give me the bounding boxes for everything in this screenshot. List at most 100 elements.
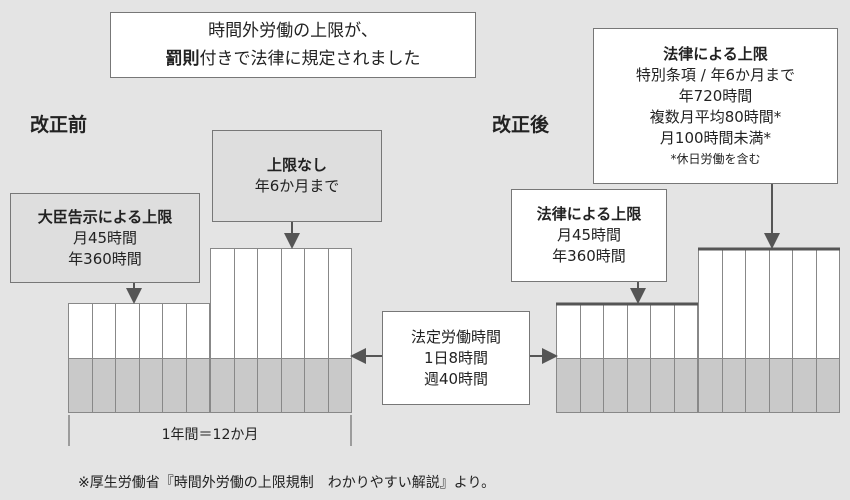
month-cell-overtime [69, 304, 92, 358]
law-line2: 年360時間 [552, 247, 626, 265]
special-title: 法律による上限 [663, 44, 768, 63]
month-cell [211, 249, 235, 412]
title-line2: 罰則付きで法律に規定されました [166, 45, 421, 73]
month-cell-overtime [186, 304, 209, 358]
month-cell-overtime [746, 249, 769, 358]
month-cell [674, 304, 698, 412]
month-cell [163, 304, 187, 412]
month-cell-statutory [816, 358, 839, 412]
month-cell-statutory [281, 358, 304, 412]
title-box: 時間外労働の上限が、 罰則付きで法律に規定されました [110, 12, 476, 78]
month-cell-overtime [92, 304, 115, 358]
statutory-hours-box: 法定労働時間 1日8時間 週40時間 [382, 311, 530, 405]
special-line1: 特別条項 / 年6か月まで [635, 65, 796, 84]
special-note: *休日労働を含む [670, 151, 761, 166]
month-cell [234, 249, 258, 412]
month-cell [281, 249, 305, 412]
year-span-label: 1年間＝12か月 [161, 427, 259, 443]
month-cell [699, 249, 723, 412]
month-cell [816, 249, 840, 412]
month-cell-overtime [234, 249, 257, 358]
month-cell-overtime [281, 249, 304, 358]
month-cell-statutory [211, 358, 234, 412]
month-cell-statutory [557, 358, 580, 412]
after-grid-upper [698, 248, 840, 413]
special-line3: 複数月平均80時間* [649, 107, 782, 126]
month-cell [722, 249, 746, 412]
law-title: 法律による上限 [536, 205, 642, 223]
month-cell-overtime [604, 304, 627, 358]
special-line2: 年720時間 [678, 86, 753, 105]
law-limit-box: 法律による上限 月45時間 年360時間 [511, 189, 667, 282]
month-cell [793, 249, 817, 412]
no-limit-title: 上限なし [266, 156, 327, 174]
before-grid-lower [68, 303, 210, 413]
minister-notice-box: 大臣告示による上限 月45時間 年360時間 [10, 193, 200, 283]
month-cell-statutory [69, 358, 92, 412]
month-cell-statutory [674, 358, 697, 412]
month-cell [92, 304, 116, 412]
special-line4: 月100時間未満* [659, 128, 772, 147]
month-cell-overtime [139, 304, 162, 358]
title-line1: 時間外労働の上限が、 [208, 21, 378, 41]
statutory-line2: 1日8時間 [423, 348, 489, 367]
month-cell [186, 304, 210, 412]
month-cell [651, 304, 675, 412]
month-cell-statutory [699, 358, 722, 412]
month-cell [769, 249, 793, 412]
month-cell-statutory [116, 358, 139, 412]
month-cell [116, 304, 140, 412]
source-note: ※厚生労働省『時間外労働の上限規制 わかりやすい解説』より。 [78, 475, 496, 491]
before-grid-upper [210, 248, 352, 413]
month-cell-overtime [116, 304, 139, 358]
month-cell-statutory [627, 358, 650, 412]
month-cell-statutory [793, 358, 816, 412]
law-line1: 月45時間 [556, 226, 622, 244]
month-cell-statutory [305, 358, 328, 412]
month-cell-statutory [234, 358, 257, 412]
month-cell-statutory [651, 358, 674, 412]
month-cell-overtime [211, 249, 234, 358]
month-cell [557, 304, 581, 412]
month-cell-statutory [163, 358, 186, 412]
month-cell-overtime [699, 249, 722, 358]
month-cell [69, 304, 93, 412]
no-limit-line1: 年6か月まで [254, 177, 340, 195]
month-cell-statutory [139, 358, 162, 412]
month-cell [305, 249, 329, 412]
month-cell-statutory [769, 358, 792, 412]
month-cell-overtime [816, 249, 839, 358]
month-cell [627, 304, 651, 412]
month-cell-overtime [328, 249, 351, 358]
statutory-line1: 法定労働時間 [410, 327, 501, 346]
month-cell-overtime [557, 304, 580, 358]
month-cell-overtime [769, 249, 792, 358]
title-bold: 罰則 [165, 49, 200, 69]
month-cell-statutory [92, 358, 115, 412]
month-cell-statutory [580, 358, 603, 412]
month-cell-overtime [305, 249, 328, 358]
month-cell-statutory [328, 358, 351, 412]
month-cell-overtime [674, 304, 697, 358]
month-cell [258, 249, 282, 412]
after-grid-lower [556, 303, 698, 413]
month-cell [580, 304, 604, 412]
month-cell-overtime [651, 304, 674, 358]
month-cell-statutory [746, 358, 769, 412]
month-cell-overtime [163, 304, 186, 358]
month-cell [746, 249, 770, 412]
after-label: 改正後 [492, 114, 550, 136]
before-label: 改正前 [30, 114, 88, 136]
statutory-line3: 週40時間 [423, 369, 489, 388]
special-clause-box: 法律による上限 特別条項 / 年6か月まで 年720時間 複数月平均80時間* … [593, 28, 838, 184]
month-cell-statutory [604, 358, 627, 412]
month-cell-overtime [722, 249, 745, 358]
month-cell-statutory [258, 358, 281, 412]
month-cell [328, 249, 352, 412]
minister-title: 大臣告示による上限 [37, 207, 173, 226]
month-cell [604, 304, 628, 412]
month-cell-overtime [580, 304, 603, 358]
month-cell-statutory [722, 358, 745, 412]
minister-line2: 年360時間 [68, 249, 142, 268]
